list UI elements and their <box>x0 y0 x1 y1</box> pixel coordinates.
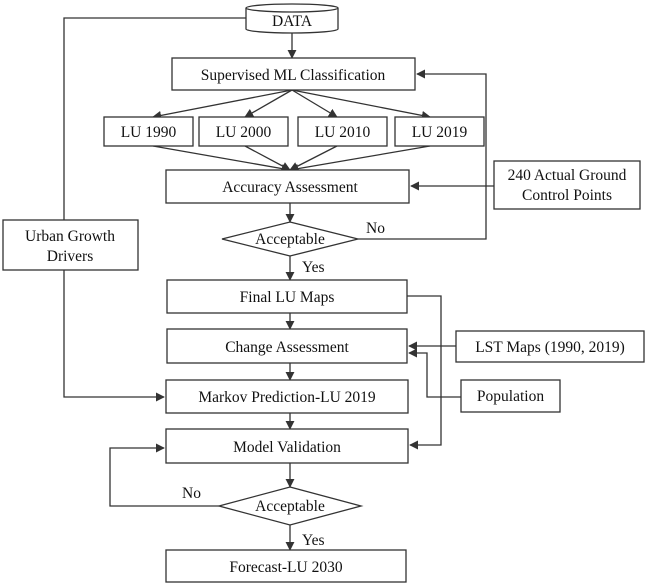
drivers-label-line1: Urban Growth <box>25 228 115 245</box>
arrow-acceptable2-no-loop <box>109 443 219 507</box>
data-node: DATA <box>245 3 339 34</box>
yes-label-1: Yes <box>302 259 325 276</box>
forecast-node: Forecast-LU 2030 <box>165 549 407 583</box>
no-label-1: No <box>366 220 385 237</box>
no-label-2: No <box>182 485 201 502</box>
line-data-to-drivers <box>63 17 246 220</box>
population-label: Population <box>477 388 544 405</box>
arrow-acceptable-no-loop <box>358 69 487 240</box>
acceptable-1-label: Acceptable <box>255 231 325 248</box>
drivers-node: Urban Growth Drivers <box>2 219 139 271</box>
final-maps-node: Final LU Maps <box>166 279 408 314</box>
lu-2000-label: LU 2000 <box>216 124 272 141</box>
data-label: DATA <box>272 13 313 30</box>
arrow-classification-to-lu1990 <box>152 89 293 120</box>
accuracy-label: Accuracy Assessment <box>222 179 358 196</box>
lu-2000-node: LU 2000 <box>198 116 289 147</box>
lu-1990-node: LU 1990 <box>103 116 194 147</box>
acceptable-decision-1: Acceptable <box>221 221 359 257</box>
arrow-classification-to-lu2019 <box>291 89 431 120</box>
arrow-classification-to-lu2000 <box>244 89 293 118</box>
classification-label: Supervised ML Classification <box>201 67 386 84</box>
arrow-lu2019-to-accuracy <box>289 145 431 174</box>
lu-2010-node: LU 2010 <box>297 116 388 147</box>
forecast-label: Forecast-LU 2030 <box>229 559 342 576</box>
change-node: Change Assessment <box>166 328 408 364</box>
ground-points-label-line2: Control Points <box>522 187 612 204</box>
arrow-lu1990-to-accuracy <box>152 145 291 174</box>
classification-node: Supervised ML Classification <box>171 57 416 91</box>
lu-1990-label: LU 1990 <box>121 124 177 141</box>
markov-node: Markov Prediction-LU 2019 <box>165 379 409 414</box>
lst-maps-node: LST Maps (1990, 2019) <box>455 330 645 363</box>
lst-maps-label: LST Maps (1990, 2019) <box>475 339 625 356</box>
change-label: Change Assessment <box>225 339 349 356</box>
drivers-label-line2: Drivers <box>47 248 94 265</box>
accuracy-node: Accuracy Assessment <box>165 169 410 204</box>
arrow-drivers-to-markov <box>63 270 165 402</box>
population-node: Population <box>460 379 561 413</box>
arrow-classification-to-lu2010 <box>291 89 338 118</box>
acceptable-2-label: Acceptable <box>255 498 325 515</box>
yes-label-2: Yes <box>302 532 325 549</box>
lu-2019-node: LU 2019 <box>394 116 485 147</box>
lu-2010-label: LU 2010 <box>315 124 371 141</box>
arrow-final-to-validation <box>407 295 442 450</box>
arrow-lu2000-to-accuracy <box>244 145 291 171</box>
markov-label: Markov Prediction-LU 2019 <box>198 389 376 406</box>
validation-label: Model Validation <box>233 439 341 456</box>
final-maps-label: Final LU Maps <box>240 289 335 306</box>
lu-2019-label: LU 2019 <box>412 124 468 141</box>
validation-node: Model Validation <box>165 428 409 464</box>
connectors <box>63 17 494 551</box>
ground-points-node: 240 Actual Ground Control Points <box>493 160 641 210</box>
acceptable-decision-2: Acceptable <box>216 486 364 526</box>
ground-points-label-line1: 240 Actual Ground <box>508 167 627 184</box>
arrow-population-to-change <box>408 348 461 398</box>
